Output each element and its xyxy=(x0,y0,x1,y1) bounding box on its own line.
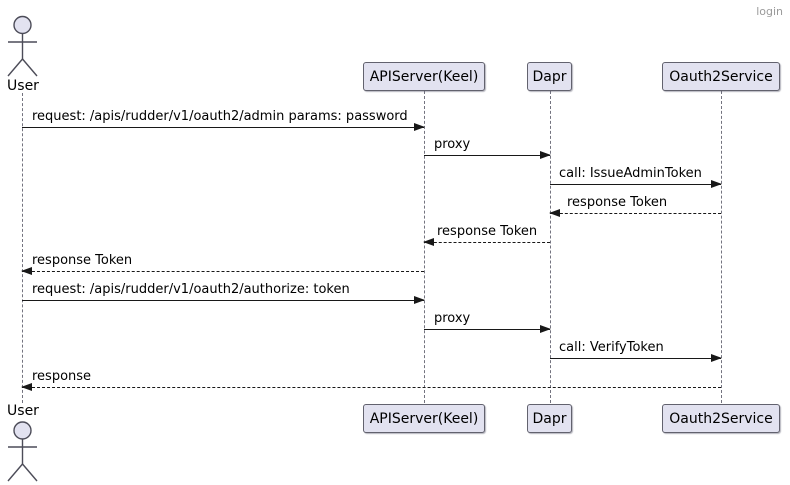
arrowhead-left-icon xyxy=(21,267,32,275)
arrowhead-right-icon xyxy=(414,296,425,304)
arrowhead-left-icon xyxy=(423,238,434,246)
message-line xyxy=(22,127,424,128)
message-line xyxy=(22,300,424,301)
message-line xyxy=(550,358,721,359)
participant-box-oauth2service-top: Oauth2Service xyxy=(662,62,780,91)
participant-box-apiserver-bottom: APIServer(Keel) xyxy=(363,404,485,433)
message-line xyxy=(424,242,550,243)
message-label: response xyxy=(32,369,92,384)
arrowhead-left-icon xyxy=(549,209,560,217)
actor-bottom-label: User xyxy=(7,403,39,419)
message-label: response Token xyxy=(32,253,133,268)
message-label: response Token xyxy=(567,195,668,210)
message-line xyxy=(424,329,550,330)
message-line xyxy=(550,184,721,185)
message-label: request: /apis/rudder/v1/oauth2/authoriz… xyxy=(32,282,350,297)
arrowhead-right-icon xyxy=(414,123,425,131)
arrowhead-right-icon xyxy=(540,325,551,333)
arrowhead-right-icon xyxy=(540,151,551,159)
message-line xyxy=(550,213,721,214)
lifeline-apiserver xyxy=(424,91,425,403)
lifeline-user xyxy=(22,93,23,403)
message-line xyxy=(424,155,550,156)
message-label: call: IssueAdminToken xyxy=(559,166,702,181)
arrowhead-right-icon xyxy=(711,354,722,362)
actor-top-label: User xyxy=(7,78,39,94)
diagram-title: login xyxy=(756,5,783,18)
message-label: proxy xyxy=(434,137,471,152)
participant-box-dapr-top: Dapr xyxy=(527,62,572,91)
lifeline-oauth2service xyxy=(721,91,722,403)
arrowhead-left-icon xyxy=(21,383,32,391)
actor-figure-icon xyxy=(7,15,38,77)
lifeline-dapr xyxy=(550,91,551,403)
message-label: call: VerifyToken xyxy=(559,340,664,355)
message-label: proxy xyxy=(434,311,471,326)
message-line xyxy=(22,271,424,272)
participant-box-apiserver-top: APIServer(Keel) xyxy=(363,62,485,91)
actor-figure-icon xyxy=(7,421,38,482)
message-label: request: /apis/rudder/v1/oauth2/admin pa… xyxy=(32,109,408,124)
message-line xyxy=(22,387,721,388)
arrowhead-right-icon xyxy=(711,180,722,188)
participant-box-oauth2service-bottom: Oauth2Service xyxy=(662,404,780,433)
participant-box-dapr-bottom: Dapr xyxy=(527,404,572,433)
message-label: response Token xyxy=(437,224,538,239)
